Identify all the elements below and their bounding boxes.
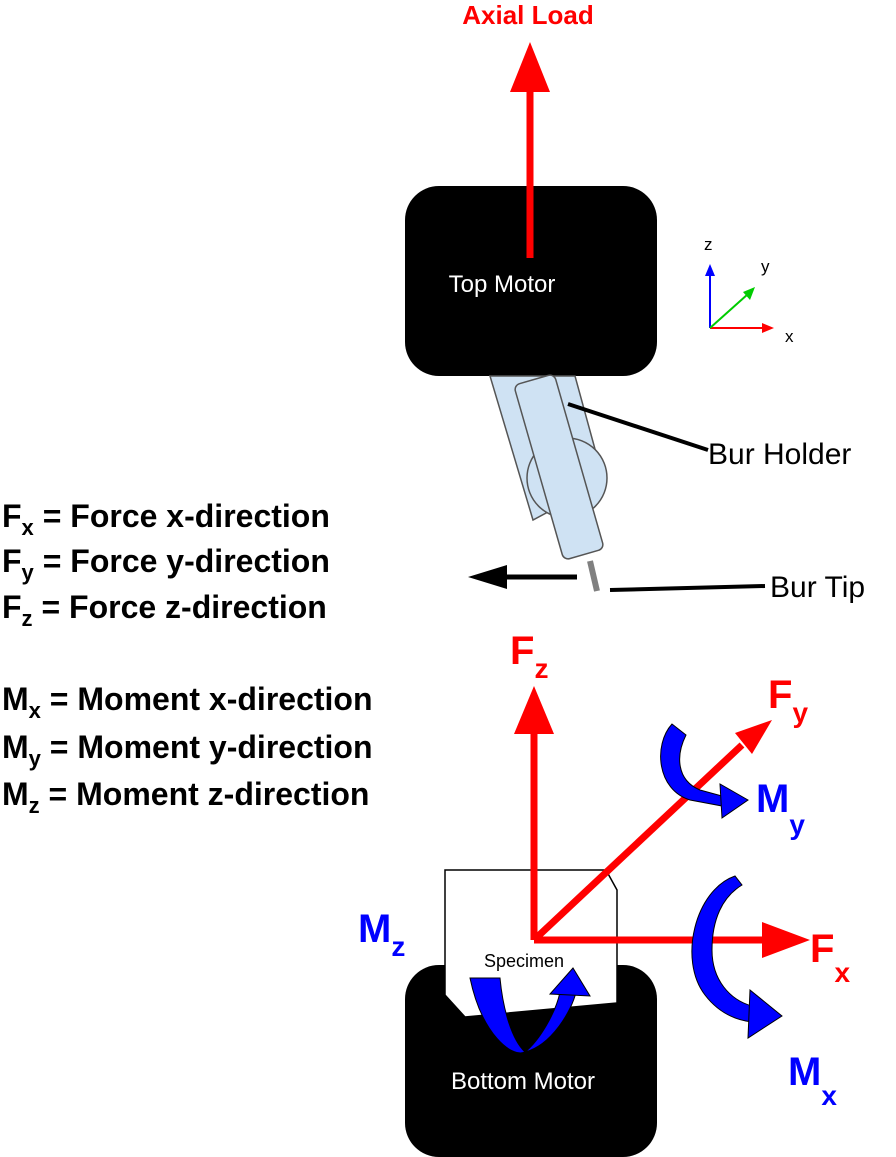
axis-z-label: z	[704, 235, 713, 254]
legend: Fx = Force x-direction Fy = Force y-dire…	[2, 498, 373, 818]
bur-holder-label: Bur Holder	[708, 438, 851, 471]
legend-mz: Mz = Moment z-direction	[2, 776, 369, 818]
mz-moment-arrow	[469, 967, 591, 1054]
fx-label: Fx	[810, 927, 850, 988]
axis-x-label: x	[785, 327, 794, 346]
bur-holder	[488, 374, 608, 560]
fy-label: Fy	[768, 673, 808, 728]
bur-tip-pointer	[609, 584, 766, 592]
my-moment-arrow	[660, 723, 749, 819]
legend-fz: Fz = Force z-direction	[2, 589, 327, 631]
fx-arrow	[534, 922, 810, 958]
specimen-label: Specimen	[484, 951, 564, 971]
bottom-motor-label: Bottom Motor	[451, 1068, 595, 1095]
bur-holder-pointer	[567, 402, 709, 452]
my-label: My	[756, 777, 805, 840]
fz-arrow	[514, 686, 554, 940]
mx-moment-arrow	[691, 875, 783, 1039]
top-motor	[405, 186, 657, 376]
mz-label: Mz	[358, 907, 405, 962]
legend-mx: Mx = Moment x-direction	[2, 681, 373, 723]
legend-fy: Fy = Force y-direction	[2, 543, 330, 585]
feed-direction-arrow	[468, 565, 577, 589]
mx-label: Mx	[788, 1050, 837, 1111]
axial-load-label: Axial Load	[462, 0, 593, 30]
bur-tip	[587, 560, 600, 592]
fy-arrow	[531, 720, 772, 943]
axis-y-label: y	[761, 257, 770, 276]
top-motor-label: Top Motor	[449, 271, 556, 298]
legend-my: My = Moment y-direction	[2, 729, 373, 771]
bur-tip-label: Bur Tip	[770, 571, 865, 604]
coordinate-frame	[705, 264, 774, 333]
fz-label: Fz	[510, 629, 548, 684]
legend-fx: Fx = Force x-direction	[2, 498, 330, 540]
